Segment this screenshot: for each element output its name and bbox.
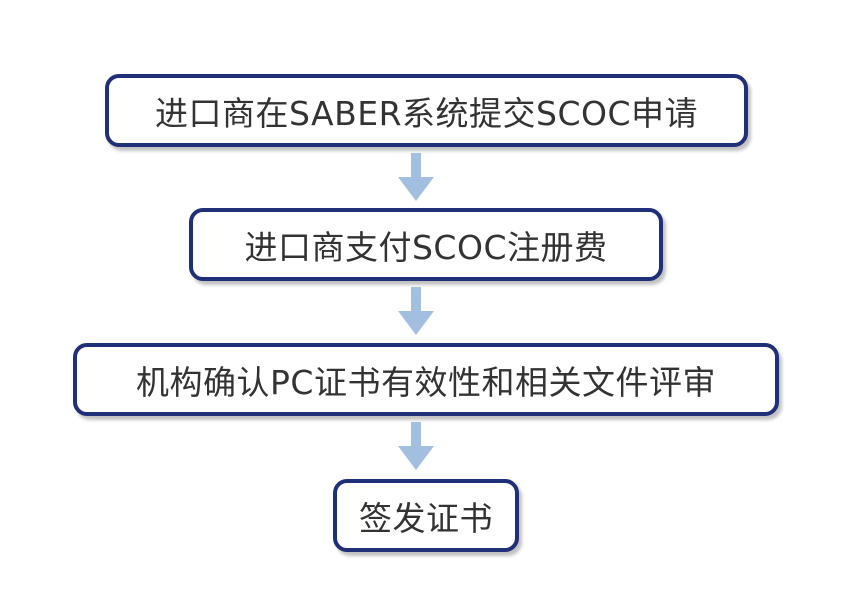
flow-step-label: 进口商在SABER系统提交SCOC申请 bbox=[154, 93, 699, 133]
down-arrow-icon bbox=[398, 287, 434, 335]
down-arrow-icon bbox=[398, 422, 434, 470]
flow-step-label: 签发证书 bbox=[359, 498, 493, 538]
flow-step-review-documents: 机构确认PC证书有效性和相关文件评审 bbox=[73, 343, 779, 416]
down-arrow-icon bbox=[398, 153, 434, 201]
flow-step-label: 机构确认PC证书有效性和相关文件评审 bbox=[136, 362, 716, 402]
flow-step-label: 进口商支付SCOC注册费 bbox=[244, 227, 608, 267]
flow-step-pay-registration-fee: 进口商支付SCOC注册费 bbox=[189, 208, 663, 281]
flow-step-issue-certificate: 签发证书 bbox=[333, 479, 519, 552]
flow-step-submit-scoc-application: 进口商在SABER系统提交SCOC申请 bbox=[105, 74, 748, 147]
